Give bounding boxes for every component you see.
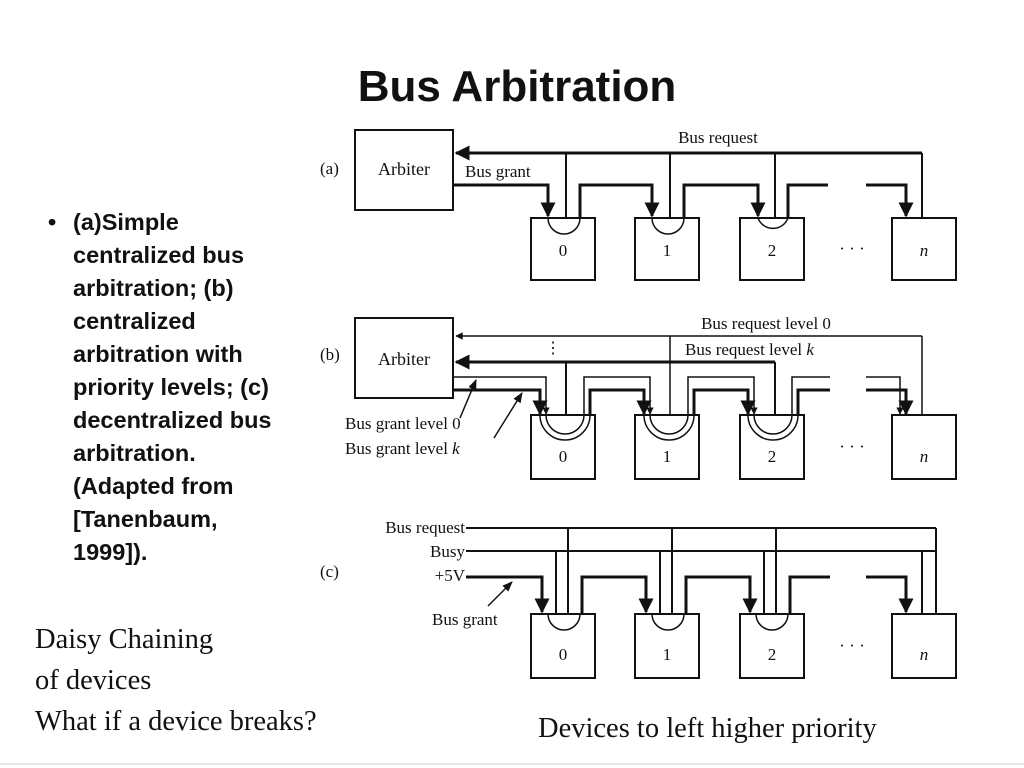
bus-request-levelk-label: Bus request level k [685, 340, 814, 359]
grant-chain-0-1 [578, 183, 660, 218]
priority-note: Devices to left higher priority [538, 713, 877, 744]
plus5v-label-c: +5V [435, 566, 466, 585]
bus-grant-label-c: Bus grant [432, 610, 498, 629]
device-a-2-gate [757, 217, 789, 230]
grant0-chain-in-n [866, 376, 904, 415]
panel-c-label: (c) [320, 562, 339, 581]
device-box-a-n [891, 217, 957, 281]
panel-a-label: (a) [320, 159, 339, 178]
bullet-dot: • [48, 209, 57, 235]
grantk-chain-1-2 [692, 388, 756, 416]
grantk-chain-0-1 [588, 388, 652, 416]
daisy-chain-note: Daisy Chaining of devices What if a devi… [35, 619, 415, 742]
grant-chain-in-n [866, 183, 914, 218]
note-line-3: What if a device breaks? [35, 706, 317, 737]
device-c-2-label: 2 [768, 645, 777, 664]
device-c-1-label: 1 [663, 645, 672, 664]
device-b-1-gate-inner [643, 414, 695, 441]
grant-chain-c-2-out [788, 575, 830, 614]
device-b-2-label: 2 [768, 447, 777, 466]
grant0-chain-0-1 [583, 376, 654, 415]
device-c-1-gate [651, 613, 685, 631]
device-b-0-label: 0 [559, 447, 568, 466]
device-a-1-label: 1 [663, 241, 672, 260]
bus-grant-callout-c [487, 581, 513, 607]
bus-grant-level0-label: Bus grant level 0 [345, 414, 461, 433]
device-c-2-gate [755, 613, 789, 631]
grant-levelk-line [453, 388, 548, 416]
grantk-chain-in-n [866, 388, 914, 416]
slide-title: Bus Arbitration [357, 62, 677, 111]
note-line-1: Daisy Chaining [35, 624, 214, 655]
device-box-c-0 [530, 613, 596, 679]
device-c-n-label: n [920, 645, 929, 664]
panel-c: (c) Bus request Busy +5V Bus grant 0 1 [320, 518, 957, 679]
device-b-0-gate-inner [539, 414, 591, 441]
device-box-a-0 [530, 217, 596, 281]
arbiter-box-a [354, 129, 454, 211]
device-a-0-label: 0 [559, 241, 568, 260]
grantk-chain-2-out [796, 388, 830, 415]
panel-a: (a) Arbiter Bus request Bus grant 0 1 2 … [320, 128, 957, 281]
bus-grant-line-c [466, 575, 550, 614]
device-b-0-gate-outer [545, 414, 585, 435]
arbiter-label-b: Arbiter [378, 349, 430, 369]
grant-level0-callout [459, 379, 477, 419]
bus-request-label-a: Bus request [678, 128, 758, 147]
device-box-b-n [891, 414, 957, 480]
panel-b-label: (b) [320, 345, 340, 364]
ellipsis-c: · · · [839, 636, 864, 655]
grant0-chain-1-2 [687, 376, 758, 415]
note-line-2: of devices [35, 665, 152, 696]
device-box-c-n [891, 613, 957, 679]
device-b-2-gate-outer [753, 414, 793, 435]
ellipsis-b: · · · [839, 437, 864, 456]
bus-request-label-c: Bus request [385, 518, 465, 537]
device-box-c-2 [739, 613, 805, 679]
grant-chain-2-out [786, 183, 828, 218]
grant-chain-c-in-n [866, 575, 914, 614]
device-box-a-2 [739, 217, 805, 281]
device-b-1-label: 1 [663, 447, 672, 466]
device-box-a-1 [634, 217, 700, 281]
ellipsis-a: · · · [839, 239, 864, 258]
grant0-chain-2-out [791, 376, 830, 415]
bus-request-level0-label: Bus request level 0 [701, 314, 831, 333]
bus-grant-line-a [453, 183, 556, 218]
busy-label-c: Busy [430, 542, 465, 561]
device-box-c-1 [634, 613, 700, 679]
bullet-caption: (a)Simple centralized bus arbitration; (… [73, 209, 272, 565]
vdots-b: ⋮ [545, 340, 561, 357]
device-a-n-label: n [920, 241, 929, 260]
grant-chain-c-1-2 [684, 575, 758, 614]
footer-rule [0, 763, 1024, 765]
grant-levelk-callout [493, 392, 523, 439]
grant-chain-c-0-1 [580, 575, 654, 614]
device-a-1-gate [651, 217, 685, 235]
device-b-n-label: n [920, 447, 929, 466]
device-a-2-label: 2 [768, 241, 777, 260]
grant-chain-1-2 [682, 183, 766, 218]
device-b-1-gate-outer [649, 414, 689, 435]
device-a-0-gate [547, 217, 581, 235]
panel-b: (b) Arbiter Bus request level 0 Bus requ… [320, 314, 957, 480]
arbiter-label-a: Arbiter [378, 159, 430, 179]
device-c-0-label: 0 [559, 645, 568, 664]
bus-grant-label-a: Bus grant [465, 162, 531, 181]
device-c-0-gate [547, 613, 581, 631]
bus-grant-levelk-label: Bus grant level k [345, 439, 460, 458]
grant-level0-line [453, 376, 550, 415]
device-b-2-gate-inner [747, 414, 799, 441]
arbiter-box-b [354, 317, 454, 399]
